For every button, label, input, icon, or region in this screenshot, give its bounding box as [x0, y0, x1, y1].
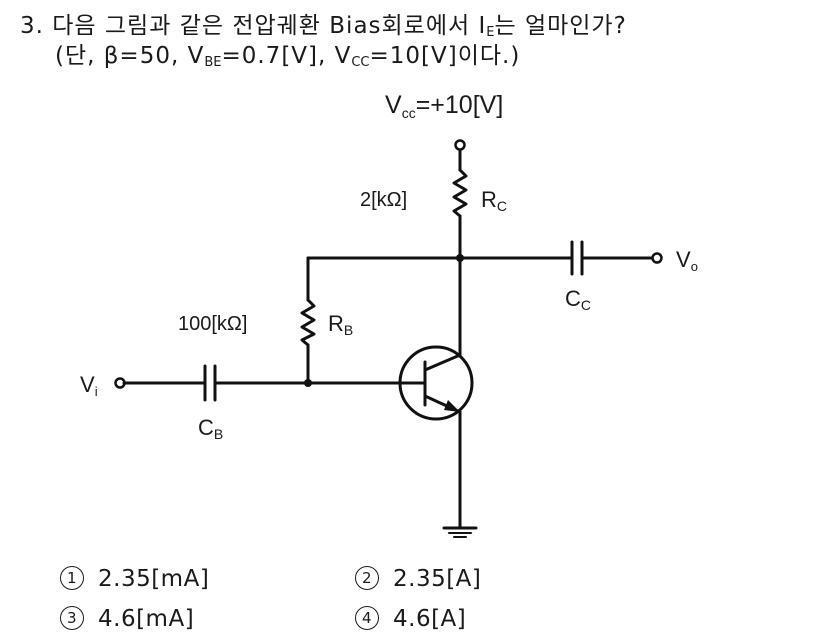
choice-number-2: 2 [355, 566, 379, 590]
question-number: 3. [20, 13, 44, 39]
cb-name-label: CB [198, 415, 223, 442]
ground-icon [442, 526, 478, 538]
question-line-1: 3. 다음 그림과 같은 전압궤환 Bias회로에서 IE는 얼마인가? [20, 13, 627, 40]
vcc-terminal-icon [454, 139, 466, 151]
choice-text: 4.6[mA] [98, 606, 195, 632]
question-conditions: (단, β=50, VBE=0.7[V], VCC=10[V]이다.) [55, 43, 521, 70]
base-junction-dot [304, 379, 312, 387]
choice-text: 2.35[A] [393, 566, 482, 592]
ie-symbol: IE [478, 13, 495, 40]
rb-name-label: RB [328, 311, 353, 338]
collector-junction-dot [456, 254, 464, 262]
vo-label: Vo [676, 247, 698, 274]
vo-terminal-icon [651, 252, 663, 264]
choice-number-3: 3 [60, 606, 84, 630]
choice-number-1: 1 [60, 566, 84, 590]
choice-number-4: 4 [355, 606, 379, 630]
rc-name-label: RC [481, 187, 507, 214]
emitter-arrow-icon [444, 400, 460, 412]
rb-resistor-icon [300, 298, 316, 347]
choice-3[interactable]: 3 4.6[mA] [60, 606, 194, 632]
rb-value-label: 100[kΩ] [178, 313, 247, 335]
choice-text: 4.6[A] [393, 606, 467, 632]
cc-name-label: CC [565, 286, 591, 313]
rc-resistor-icon [452, 168, 468, 218]
vi-label: Vi [80, 372, 98, 399]
choice-2[interactable]: 2 2.35[A] [355, 566, 481, 592]
rc-value-label: 2[kΩ] [360, 189, 407, 211]
npn-transistor-icon [398, 345, 474, 421]
vcc-label: Vcc=+10[V] [385, 91, 503, 121]
choice-4[interactable]: 4 4.6[A] [355, 606, 466, 632]
choice-text: 2.35[mA] [98, 566, 210, 592]
vi-terminal-icon [114, 377, 126, 389]
choice-1[interactable]: 1 2.35[mA] [60, 566, 209, 592]
